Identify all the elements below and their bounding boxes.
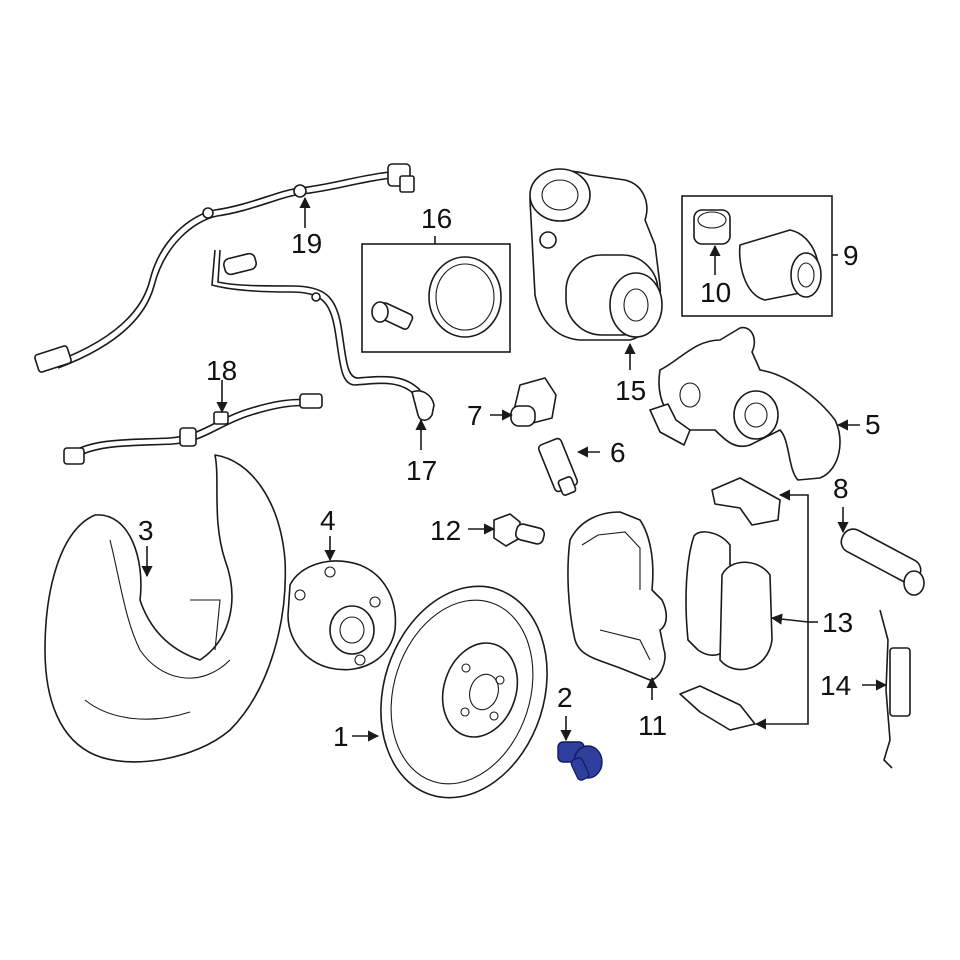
caliper-carrier [567,511,668,681]
anti-rattle-spring [879,609,911,769]
label-15: 15 [615,375,646,406]
guide-clip [510,377,557,427]
label-13: 13 [822,607,853,638]
caliper-housing [649,326,841,481]
label-10: 10 [700,277,731,308]
label-12: 12 [430,515,461,546]
label-4: 4 [320,505,336,536]
label-6: 6 [610,437,626,468]
guide-bolt [493,513,546,547]
label-18: 18 [206,355,237,386]
label-2: 2 [557,682,573,713]
leader-lines [141,196,888,742]
label-9: 9 [843,240,859,271]
wear-sensor [537,437,579,496]
abs-sensor-cable-rear [63,393,323,465]
brake-pads [679,477,781,731]
guide-pin [840,528,925,596]
label-17: 17 [406,455,437,486]
rotor-screw-highlighted [557,741,603,781]
label-11: 11 [638,710,667,741]
dust-shield [44,454,287,763]
label-5: 5 [865,409,881,440]
label-7: 7 [467,400,483,431]
label-19: 19 [291,228,322,259]
label-1: 1 [333,721,349,752]
label-3: 3 [138,515,154,546]
part-labels: 19 16 15 10 9 18 17 7 6 5 8 3 4 12 13 14… [138,203,881,752]
repair-kit-16 [361,243,511,353]
caliper-kit-9 [681,195,833,317]
abs-sensor-cable-front [34,163,415,373]
label-14: 14 [820,670,851,701]
brake-rotor [380,585,548,799]
label-8: 8 [833,473,849,504]
wear-sensor-cable [211,249,435,422]
label-16: 16 [421,203,452,234]
parking-brake-motor [529,168,663,341]
wheel-hub [287,560,397,671]
